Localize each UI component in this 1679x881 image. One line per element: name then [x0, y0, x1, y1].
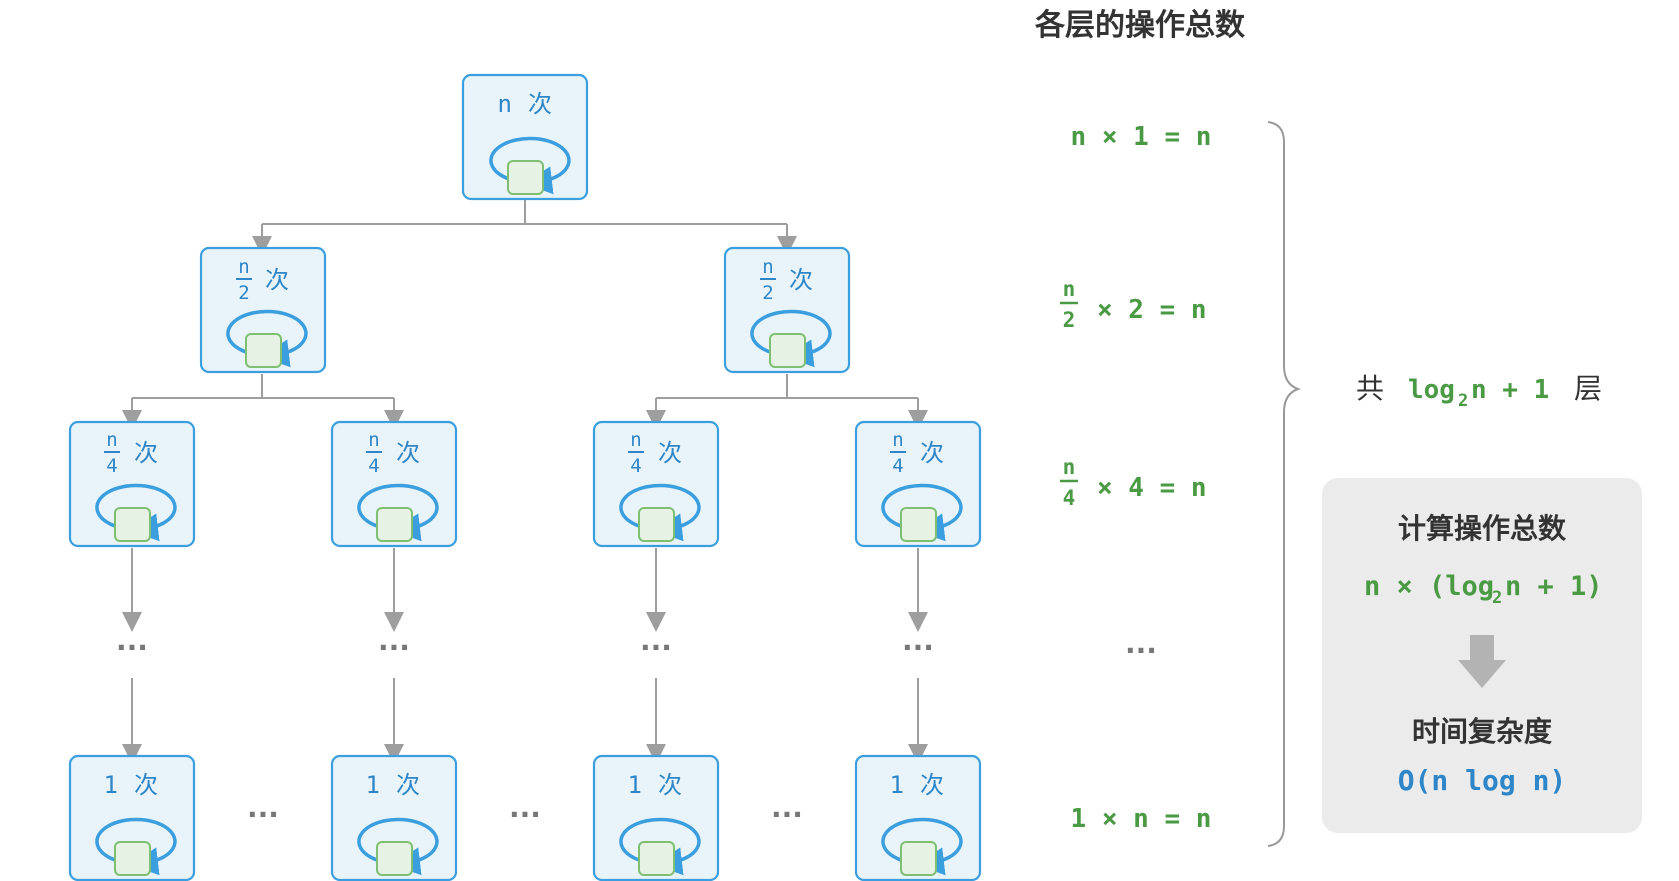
loop-arrow-icon	[489, 136, 571, 195]
svg-text:n + 1: n + 1	[1471, 375, 1549, 405]
svg-text:1: 1	[890, 771, 904, 799]
svg-text:4: 4	[368, 455, 379, 477]
tree-node-level2-left: n 2 次	[199, 246, 327, 374]
svg-text:次: 次	[658, 439, 682, 467]
svg-text:···: ···	[116, 631, 148, 664]
svg-text:n: n	[238, 256, 249, 278]
tree-node-level3-2: n 4 次	[330, 420, 458, 548]
svg-text:共: 共	[1356, 372, 1384, 405]
svg-text:次: 次	[528, 90, 552, 118]
svg-text:n: n	[892, 429, 903, 451]
svg-text:···: ···	[771, 798, 803, 831]
svg-text:2: 2	[762, 282, 773, 304]
layer-count-label: 共 log 2 n + 1 层	[1356, 372, 1602, 411]
loop-arrow-icon	[357, 817, 439, 876]
svg-text:次: 次	[134, 439, 158, 467]
loop-arrow-icon	[95, 483, 177, 542]
result-complexity: O(n log n)	[1398, 764, 1567, 797]
tree-leaf-4: 1 次	[854, 754, 982, 881]
svg-text:···: ···	[509, 798, 541, 831]
svg-text:···: ···	[247, 798, 279, 831]
level-total-last: 1 × n = n	[1071, 804, 1212, 834]
svg-text:···: ···	[640, 631, 672, 664]
loop-arrow-icon	[750, 309, 832, 368]
tree-node-level3-4: n 4 次	[854, 420, 982, 548]
svg-text:次: 次	[134, 771, 158, 799]
svg-text:n: n	[630, 429, 641, 451]
down-arrow-icon	[1458, 635, 1506, 688]
loop-arrow-icon	[619, 817, 701, 876]
svg-text:4: 4	[1063, 486, 1076, 510]
svg-text:× 4 = n: × 4 = n	[1097, 473, 1207, 503]
tree-leaf-3: 1 次	[592, 754, 720, 881]
total-formula: n × (log 2 n + 1)	[1364, 571, 1603, 608]
loop-arrow-icon	[226, 309, 308, 368]
svg-text:1: 1	[366, 771, 380, 799]
svg-text:n: n	[368, 429, 379, 451]
tree-node-level2-right: n 2 次	[723, 246, 851, 374]
svg-text:层: 层	[1574, 372, 1602, 405]
svg-text:次: 次	[920, 771, 944, 799]
loop-arrow-icon	[95, 817, 177, 876]
level-total-2: n 2 × 2 = n	[1060, 277, 1207, 332]
tree-leaf-1: 1 次	[68, 754, 196, 881]
svg-text:次: 次	[920, 439, 944, 467]
svg-text:次: 次	[396, 439, 420, 467]
svg-text:n: n	[1063, 455, 1076, 479]
svg-text:···: ···	[902, 631, 934, 664]
tree-edges	[122, 200, 928, 764]
tree-node-level3-1: n 4 次	[68, 420, 196, 548]
tree-leaf-2: 1 次	[330, 754, 458, 881]
svg-text:次: 次	[789, 266, 813, 294]
svg-text:2: 2	[238, 282, 249, 304]
level-totals-heading: 各层的操作总数	[1034, 8, 1246, 43]
tree-ellipsis-row: ··· ··· ··· ···	[116, 631, 934, 664]
svg-text:1: 1	[628, 771, 642, 799]
loop-arrow-icon	[881, 483, 963, 542]
svg-text:2: 2	[1492, 588, 1502, 608]
svg-text:4: 4	[892, 455, 903, 477]
result-title: 时间复杂度	[1412, 715, 1552, 748]
svg-text:n: n	[106, 429, 117, 451]
level-total-3: n 4 × 4 = n	[1060, 455, 1207, 510]
loop-arrow-icon	[619, 483, 701, 542]
svg-text:次: 次	[658, 771, 682, 799]
svg-text:次: 次	[396, 771, 420, 799]
curly-brace	[1267, 121, 1301, 847]
loop-arrow-icon	[881, 817, 963, 876]
leaf-ellipsis: ··· ··· ···	[247, 798, 803, 831]
complexity-panel: 计算操作总数 n × (log 2 n + 1) 时间复杂度 O(n log n…	[1322, 478, 1642, 833]
level-total-1: n × 1 = n	[1071, 122, 1212, 152]
svg-text:次: 次	[265, 266, 289, 294]
svg-text:log: log	[1408, 375, 1455, 405]
tree-node-root: n 次	[461, 73, 589, 201]
svg-text:n: n	[1063, 277, 1076, 301]
tree-node-level3-3: n 4 次	[592, 420, 720, 548]
panel-title: 计算操作总数	[1398, 512, 1567, 545]
svg-text:n: n	[498, 90, 512, 118]
svg-text:4: 4	[630, 455, 641, 477]
loop-arrow-icon	[357, 483, 439, 542]
svg-text:n + 1): n + 1)	[1505, 571, 1603, 602]
svg-text:n: n	[762, 256, 773, 278]
svg-text:2: 2	[1458, 391, 1468, 411]
svg-text:1: 1	[104, 771, 118, 799]
svg-text:4: 4	[106, 455, 117, 477]
svg-text:× 2 = n: × 2 = n	[1097, 295, 1207, 325]
svg-text:2: 2	[1063, 308, 1076, 332]
svg-text:n × (log: n × (log	[1364, 571, 1494, 602]
svg-text:···: ···	[378, 631, 410, 664]
level-totals: n × 1 = n n 2 × 2 = n n 4 × 4 = n ··· 1 …	[1060, 122, 1211, 834]
level-total-ellipsis: ···	[1125, 634, 1157, 667]
